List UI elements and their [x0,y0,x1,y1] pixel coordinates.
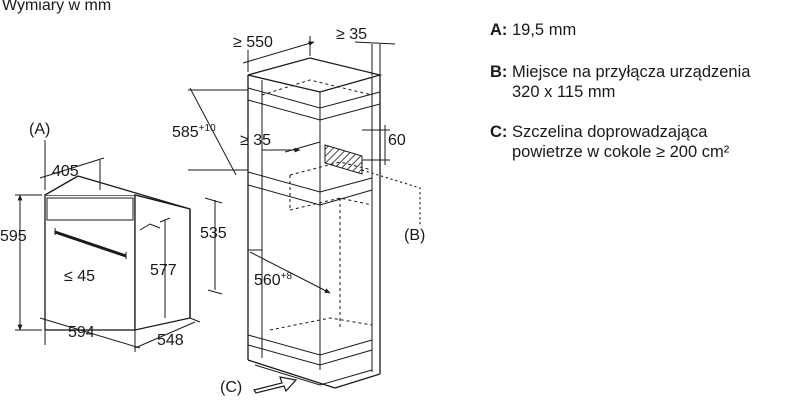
dim-594: 594 [68,324,95,341]
dim-560: 560+8 [254,271,293,289]
oven-control-panel [46,197,134,221]
marker-a: (A) [29,121,50,138]
dim-le45: ≤ 45 [64,268,95,285]
dim-ge550: ≥ 550 [233,34,273,51]
dim-ge35-top: ≥ 35 [336,26,367,43]
dim-60: 60 [388,132,406,149]
dim-535: 535 [200,225,227,242]
oven-front [44,194,136,331]
legend-text-c-line1: Szczelina doprowadzająca [512,123,708,141]
legend-text-a: 19,5 mm [512,21,577,39]
legend-text-c-line2: powietrze w cokole ≥ 200 cm² [512,143,730,161]
cabinet-top [247,57,383,93]
legend-text-b-line1: Miejsce na przyłącza urządzenia [512,63,751,81]
dim-ge35-mid: ≥ 35 [240,132,271,149]
cabinet-dimension-lines [188,36,421,294]
marker-b: (B) [404,227,425,244]
legend-key-c: C: [490,123,508,141]
dim-405: 405 [52,163,79,180]
dim-595: 595 [0,228,27,245]
legend-item-b: B: Miejsce na przyłącza urządzenia 320 x… [490,62,750,102]
legend-item-c: C: Szczelina doprowadzająca powietrze w … [490,122,729,162]
marker-c: (C) [220,379,242,396]
legend-key-a: A: [490,21,508,39]
dim-548: 548 [157,332,184,349]
oven-drawing [44,175,191,331]
oven-top [45,176,190,209]
legend-key-b: B: [490,63,508,81]
oven-handle [54,230,127,258]
oven-dimension-lines [15,140,223,352]
dim-577: 577 [150,262,177,279]
legend-item-a: A: 19,5 mm [490,20,576,40]
page-title: Wymiary w mm [2,0,112,14]
dim-585: 585+10 [172,123,216,141]
legend-text-b-line2: 320 x 115 mm [512,83,616,101]
air-inlet-arrow [253,376,298,394]
connection-area-b [324,144,363,175]
cabinet-drawing [247,57,383,389]
